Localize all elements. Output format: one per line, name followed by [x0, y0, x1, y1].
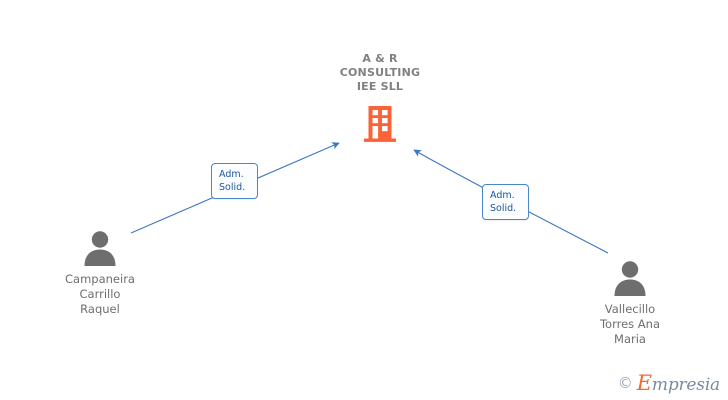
- person-node-left[interactable]: Campaneira Carrillo Raquel: [35, 228, 165, 317]
- watermark: © Empresia: [618, 373, 720, 394]
- brand-name: Empresia: [637, 373, 720, 394]
- person-label-right: Vallecillo Torres Ana Maria: [599, 302, 661, 346]
- edge-label-left[interactable]: Adm. Solid.: [211, 163, 258, 199]
- person-icon: [84, 231, 116, 266]
- person-node-right[interactable]: Vallecillo Torres Ana Maria: [565, 258, 695, 347]
- company-node[interactable]: A & R CONSULTING IEE SLL: [300, 52, 460, 150]
- building-icon: [364, 106, 396, 142]
- copyright-icon: ©: [617, 374, 633, 392]
- edge-label-right[interactable]: Adm. Solid.: [482, 184, 529, 220]
- brand-rest: mpresia: [651, 375, 720, 395]
- brand-initial: E: [636, 371, 652, 395]
- person-label-left: Campaneira Carrillo Raquel: [65, 272, 135, 316]
- person-icon: [614, 261, 646, 296]
- company-title: A & R CONSULTING IEE SLL: [339, 52, 421, 93]
